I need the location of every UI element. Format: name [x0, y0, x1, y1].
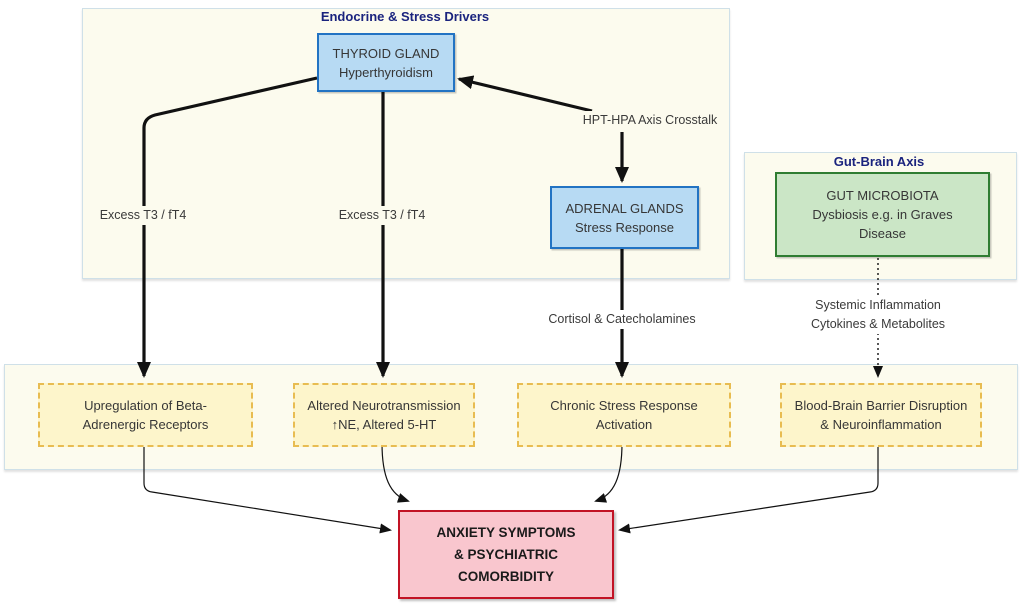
node-thyroid-gland: THYROID GLAND Hyperthyroidism	[317, 33, 455, 92]
beta-line1: Upregulation of Beta-	[84, 398, 207, 413]
edge-crosstalk-to-thyroid	[457, 75, 593, 113]
edge-neurotransmission-to-anxiety	[381, 442, 410, 503]
edge-label-excess-t3-left: Excess T3 / fT4	[95, 206, 191, 225]
adrenal-title: ADRENAL GLANDS	[565, 200, 684, 216]
adrenal-subtitle: Stress Response	[575, 219, 674, 235]
thyroid-subtitle: Hyperthyroidism	[339, 64, 433, 80]
bbb-line2: & Neuroinflammation	[820, 417, 942, 432]
systemic-line2: Cytokines & Metabolites	[810, 317, 946, 331]
node-altered-neurotransmission: Altered Neurotransmission ↑NE, Altered 5…	[293, 383, 475, 447]
gut-title: GUT MICROBIOTA	[826, 188, 939, 203]
anxiety-line2: & PSYCHIATRIC	[453, 546, 558, 562]
node-gut-microbiota: GUT MICROBIOTA Dysbiosis e.g. in Graves …	[775, 172, 990, 257]
anxiety-line1: ANXIETY SYMPTOMS	[436, 524, 576, 540]
beta-line2: Adrenergic Receptors	[82, 417, 209, 432]
edge-beta-to-anxiety	[143, 443, 392, 534]
edge-thyroid-to-beta-receptors	[137, 76, 318, 378]
stress-line1: Chronic Stress Response	[550, 398, 698, 413]
gut-subtitle-line1: Dysbiosis e.g. in Graves	[812, 207, 953, 222]
anxiety-line3: COMORBIDITY	[458, 568, 554, 584]
gut-brain-container-title: Gut-Brain Axis	[833, 154, 925, 169]
gut-subtitle-line2: Disease	[859, 226, 906, 241]
node-blood-brain-barrier: Blood-Brain Barrier Disruption & Neuroin…	[780, 383, 982, 447]
node-anxiety-symptoms: ANXIETY SYMPTOMS & PSYCHIATRIC COMORBIDI…	[398, 510, 614, 599]
edge-label-systemic-inflammation: Systemic Inflammation Cytokines & Metabo…	[806, 296, 950, 334]
edge-label-hpt-hpa-crosstalk: HPT-HPA Axis Crosstalk	[578, 111, 722, 130]
bbb-line1: Blood-Brain Barrier Disruption	[794, 398, 968, 413]
node-adrenal-glands: ADRENAL GLANDS Stress Response	[550, 186, 699, 249]
node-chronic-stress-response: Chronic Stress Response Activation	[517, 383, 731, 447]
thyroid-title: THYROID GLAND	[332, 45, 440, 61]
systemic-line1: Systemic Inflammation	[815, 298, 941, 312]
neurotx-line2: ↑NE, Altered 5-HT	[331, 417, 437, 432]
endocrine-container-title: Endocrine & Stress Drivers	[320, 9, 490, 24]
node-beta-receptors: Upregulation of Beta- Adrenergic Recepto…	[38, 383, 253, 447]
edge-bbb-to-anxiety	[618, 443, 879, 534]
stress-line2: Activation	[595, 417, 653, 432]
edge-label-cortisol-catecholamines: Cortisol & Catecholamines	[544, 310, 700, 329]
edge-chronic-stress-to-anxiety	[594, 442, 623, 503]
edge-label-excess-t3-right: Excess T3 / fT4	[334, 206, 430, 225]
neurotx-line1: Altered Neurotransmission	[307, 398, 461, 413]
